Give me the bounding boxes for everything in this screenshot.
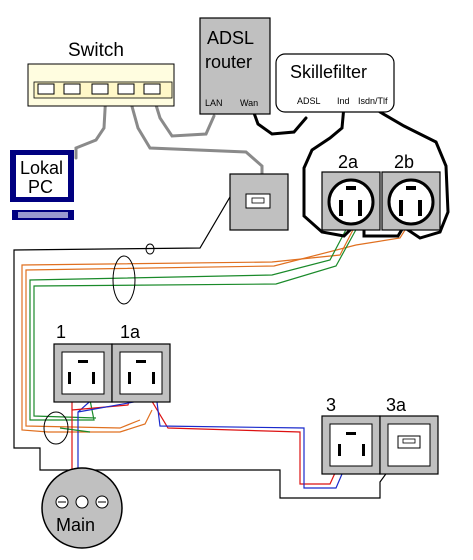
pc-keyboard-keys bbox=[18, 212, 68, 218]
router-title-line2: router bbox=[205, 52, 252, 72]
router-lan-port-label: LAN bbox=[205, 98, 223, 108]
network-socket bbox=[229, 173, 289, 231]
pc-label-line2: PC bbox=[28, 177, 53, 197]
main-label: Main bbox=[56, 515, 95, 535]
thick-cables bbox=[74, 90, 450, 240]
pc-label-line1: Lokal bbox=[20, 158, 63, 178]
switch-ports bbox=[37, 83, 161, 95]
socket-2a: 2a bbox=[321, 152, 381, 231]
filter-title: Skillefilter bbox=[290, 62, 367, 82]
pc-screen bbox=[16, 155, 68, 197]
filter-ind-port-label: Ind bbox=[337, 96, 350, 106]
router-wan-port-label: Wan bbox=[240, 98, 258, 108]
main-socket: Main bbox=[41, 467, 123, 549]
socket-2b: 2b bbox=[381, 152, 441, 231]
main-terminal-center-icon bbox=[75, 495, 89, 509]
socket-2b-label: 2b bbox=[394, 152, 414, 172]
switch-label: Switch bbox=[68, 40, 124, 61]
splitter-filter: Skillefilter ADSL Ind Isdn/Tlf bbox=[275, 53, 395, 113]
socket-1a: 1a bbox=[111, 322, 171, 403]
local-pc: Lokal PC bbox=[10, 150, 74, 220]
router-body bbox=[199, 17, 271, 115]
socket-1: 1 bbox=[53, 322, 113, 403]
socket-3a-label: 3a bbox=[386, 395, 407, 415]
rj45-port-icon bbox=[245, 193, 271, 209]
socket-2a-label: 2a bbox=[338, 152, 359, 172]
socket-3a-rj-port-icon bbox=[397, 435, 421, 449]
router-title-line1: ADSL bbox=[207, 28, 254, 48]
socket-1a-face bbox=[119, 351, 163, 395]
adsl-router: ADSL router LAN Wan bbox=[199, 17, 271, 115]
socket-3a: 3a bbox=[379, 395, 439, 475]
socket-3: 3 bbox=[321, 395, 381, 475]
filter-adsl-port-label: ADSL bbox=[297, 96, 321, 106]
socket-1a-label: 1a bbox=[120, 322, 141, 342]
switch: Switch bbox=[27, 40, 175, 107]
filter-isdn-port-label: Isdn/Tlf bbox=[358, 96, 388, 106]
socket-1-label: 1 bbox=[56, 322, 66, 342]
socket-3-face bbox=[329, 423, 373, 467]
filter-body bbox=[275, 53, 395, 113]
socket-3-label: 3 bbox=[326, 395, 336, 415]
